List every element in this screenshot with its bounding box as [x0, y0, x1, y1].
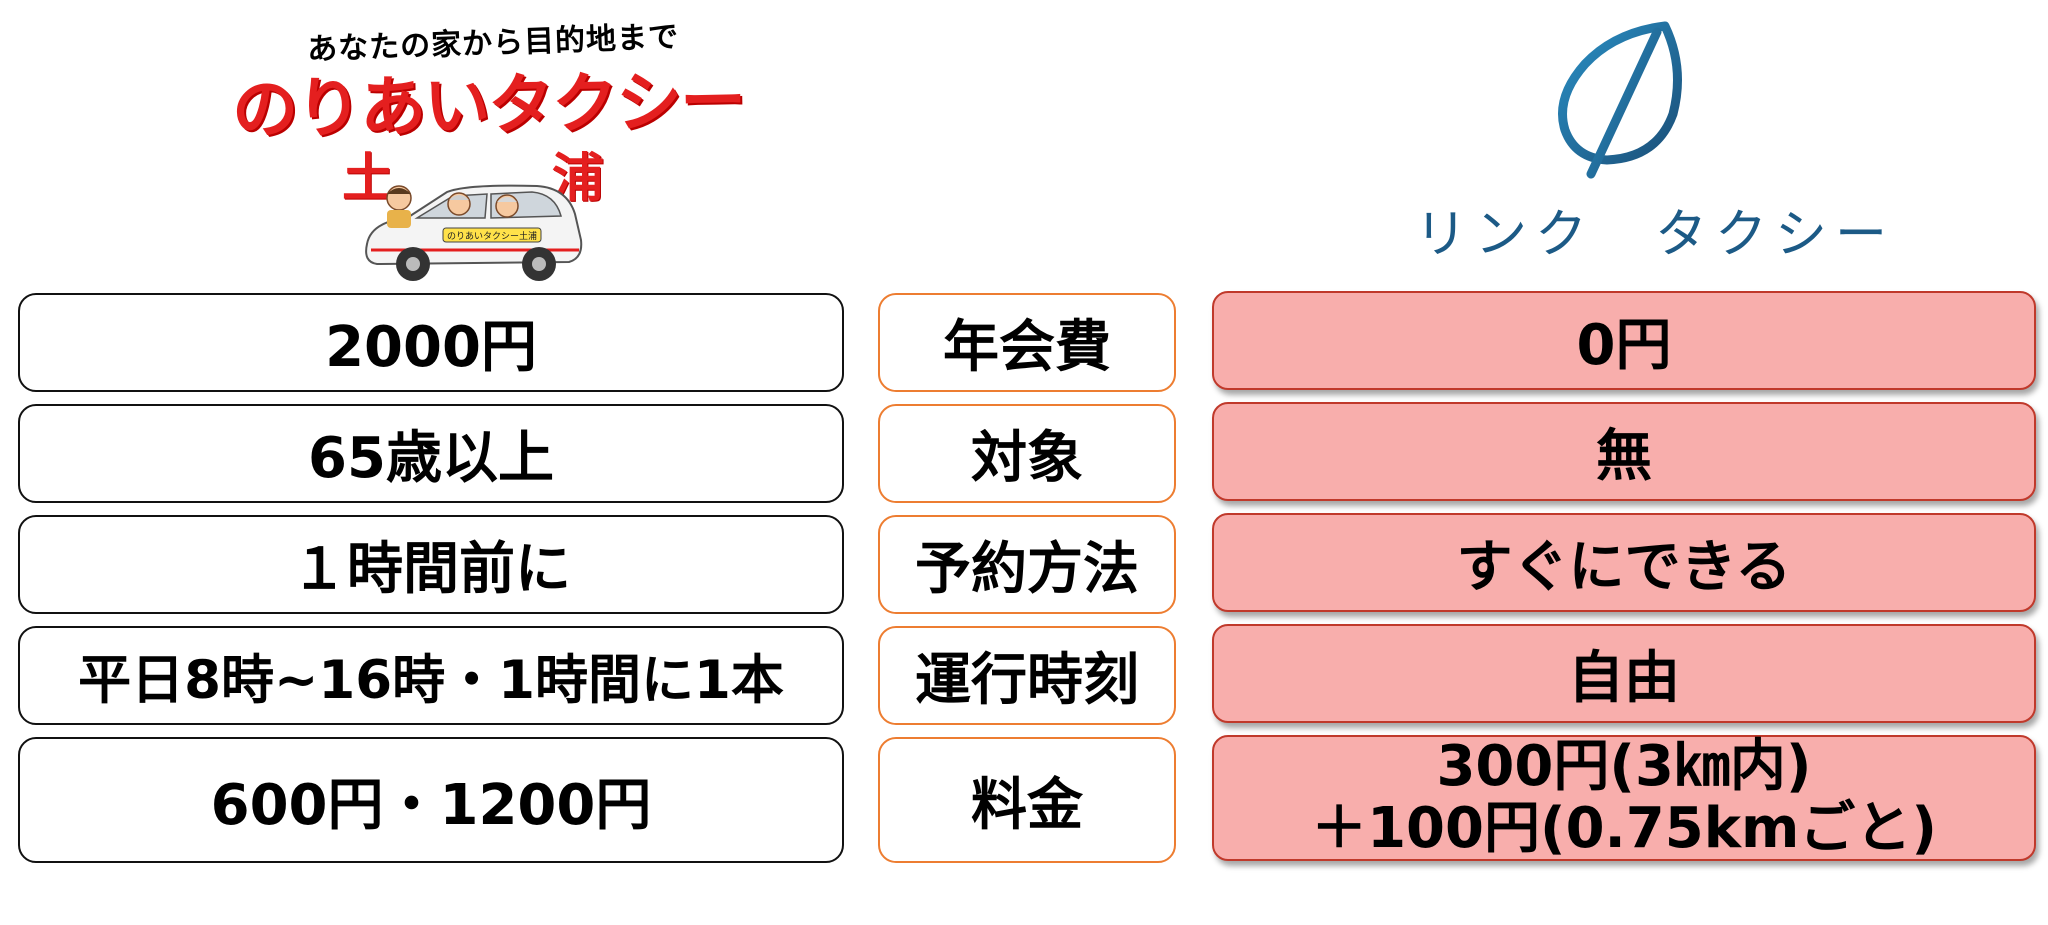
noriai-eligibility: 65歳以上	[18, 404, 844, 503]
row-label-eligibility: 対象	[878, 404, 1176, 503]
row-label-fare: 料金	[878, 737, 1176, 863]
taxi-car-illustration: のりあいタクシー土浦	[365, 184, 583, 281]
link-fare-base: 300円(3㎞内)	[1436, 734, 1812, 800]
noriai-annual-fee: 2000円	[18, 293, 844, 392]
noriai-operating-hours: 平日8時~16時・1時間に1本	[18, 626, 844, 725]
row-label-annual-fee: 年会費	[878, 293, 1176, 392]
logo-city-char-1: 土	[342, 149, 395, 209]
link-fare-additional: ＋100円(0.75kmごと)	[1311, 796, 1937, 861]
row-label-operating-hours: 運行時刻	[878, 626, 1176, 725]
link-annual-fee: 0円	[1212, 291, 2036, 390]
link-operating-hours: 自由	[1212, 624, 2036, 723]
car-door-label: のりあいタクシー土浦	[447, 230, 537, 242]
noriai-fare: 600円・1200円	[18, 737, 844, 863]
link-fare: 300円(3㎞内) ＋100円(0.75kmごと)	[1212, 735, 2036, 861]
noriai-reservation: １時間前に	[18, 515, 844, 614]
row-label-reservation: 予約方法	[878, 515, 1176, 614]
link-eligibility: 無	[1212, 402, 2036, 501]
link-taxi-name: リンク タクシー	[1415, 205, 1896, 265]
noriai-taxi-logo: あなたの家から目的地まで のりあいタクシー 土 浦 のりあいタクシー土浦	[227, 4, 755, 288]
leaf-logo-icon	[1558, 21, 1682, 179]
link-reservation: すぐにできる	[1212, 513, 2036, 612]
logo-brand-name: のりあいタクシー	[231, 62, 745, 149]
